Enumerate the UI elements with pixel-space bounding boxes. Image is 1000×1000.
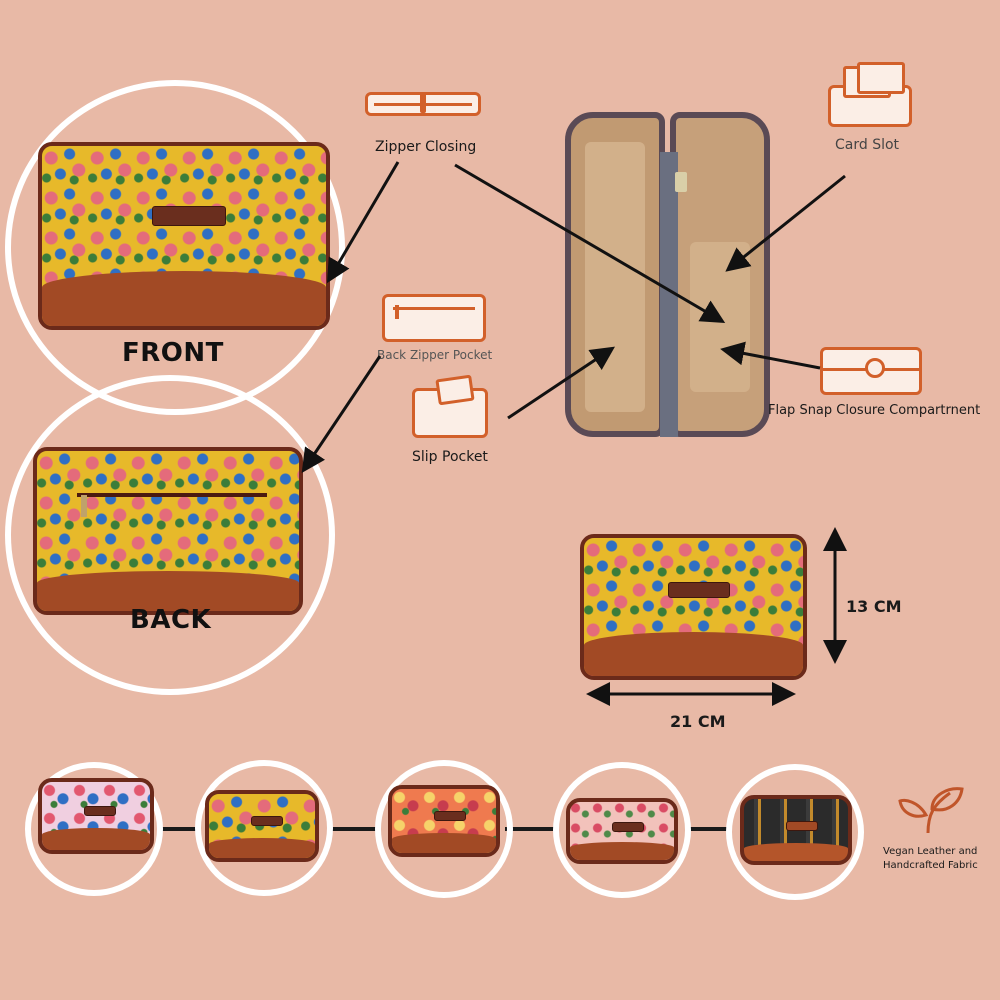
front-label: FRONT — [122, 338, 224, 368]
variant-wallet-yellow — [205, 790, 319, 862]
width-label: 21 CM — [670, 712, 726, 731]
variant-wallet-ikat — [740, 795, 852, 865]
height-label: 13 CM — [846, 597, 902, 616]
card-slot-label: Card Slot — [835, 137, 900, 153]
brand-tag — [152, 206, 226, 226]
variant-wallet-pink — [38, 778, 154, 854]
variant-connector — [505, 827, 555, 831]
leaf-icon — [898, 787, 964, 834]
slip-pocket-icon — [412, 374, 488, 438]
eco-label-line1: Vegan Leather and — [883, 846, 978, 857]
variant-connector — [685, 827, 730, 831]
flap-snap-label: Flap Snap Closure Compartrnent — [768, 403, 981, 418]
brand-tag — [668, 582, 730, 598]
variant-circle[interactable] — [553, 762, 691, 898]
back-view-circle — [5, 375, 335, 695]
slip-pocket-label: Slip Pocket — [412, 449, 488, 465]
variant-wallet-blush — [566, 798, 678, 864]
back-label: BACK — [130, 605, 212, 635]
arrow-back-pocket — [301, 355, 382, 473]
zipper-closing-label: Zipper Closing — [375, 139, 477, 155]
eco-label-line2: Handcrafted Fabric — [883, 860, 978, 871]
variant-connector — [160, 827, 200, 831]
leather-panel — [37, 571, 299, 611]
flap-snap-icon — [820, 347, 922, 395]
variant-circle[interactable] — [195, 760, 333, 896]
open-wallet-image — [565, 112, 770, 437]
variant-wallet-orange — [388, 785, 500, 857]
dimension-wallet-image — [580, 534, 807, 680]
card-slot-icon — [828, 62, 912, 127]
zipper-pocket-icon — [382, 294, 486, 342]
variant-circle[interactable] — [25, 762, 163, 896]
back-wallet-image — [33, 447, 303, 615]
back-zipper-pocket-label: Back Zipper Pocket — [377, 348, 493, 362]
leather-panel — [42, 271, 326, 326]
leather-panel — [584, 632, 803, 676]
zipper-pull — [81, 495, 87, 517]
variant-connector — [330, 827, 380, 831]
front-wallet-image — [38, 142, 330, 330]
zipper-icon — [365, 92, 481, 116]
variant-circle[interactable] — [375, 760, 513, 898]
variant-circle[interactable] — [726, 764, 864, 900]
back-zipper-line — [77, 493, 267, 497]
